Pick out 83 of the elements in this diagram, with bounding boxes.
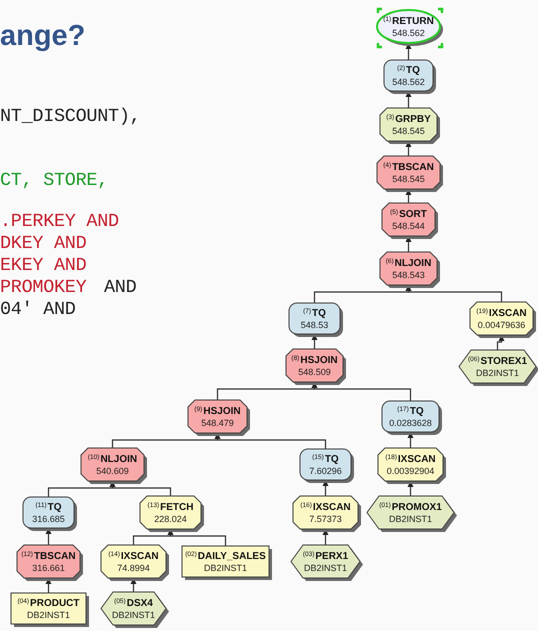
operator-label: $^{(01)}$PROMOX1: [379, 501, 442, 514]
operator-label: $^{(19)}$IXSCAN: [476, 307, 527, 320]
operator-octagon: [140, 496, 204, 532]
operator-octagon: [377, 156, 443, 192]
operator-label: $^{(17)}$TQ: [397, 405, 424, 418]
operator-rounded-box: [384, 60, 436, 94]
operator-label: $^{(02)}$DAILY_SALES: [185, 550, 266, 563]
sql-code-line: AND: [104, 277, 136, 299]
operator-label: $^{(6)}$NLJOIN: [386, 257, 432, 270]
cost-value: 548.543: [392, 270, 425, 281]
cost-value: 540.609: [96, 466, 129, 477]
cost-value: DB2INST1: [388, 514, 432, 525]
cost-value: 7.60296: [309, 466, 342, 477]
cost-value: 548.545: [392, 126, 425, 137]
operator-rounded-box: [300, 449, 354, 483]
slide-title: ange?: [0, 19, 86, 54]
operator-label: $^{(7)}$TQ: [303, 307, 326, 320]
sql-code-line: PROMOKEY: [0, 277, 86, 299]
cost-value: DB2INST1: [304, 563, 347, 574]
operator-octagon: [81, 448, 147, 484]
index-hexagon: [101, 592, 169, 628]
operator-label: $^{(06)}$STOREX1: [468, 355, 528, 368]
cost-value: 316.661: [32, 563, 65, 574]
operator-label: $^{(18)}$IXSCAN: [385, 453, 436, 466]
sql-code-line: NT_DISCOUNT),: [0, 106, 140, 128]
operator-label: $^{(16)}$IXSCAN: [300, 501, 351, 514]
cost-value: 0.00392904: [386, 466, 434, 477]
operator-octagon: [293, 496, 361, 532]
operator-label: $^{(12)}$TBSCAN: [21, 550, 76, 563]
operator-label: $^{(03)}$PERX1: [302, 550, 348, 563]
cost-value: 548.545: [392, 174, 425, 185]
cost-value: DB2INST1: [476, 368, 519, 379]
cost-value: DB2INST1: [112, 610, 155, 621]
operator-rounded-box: [382, 401, 442, 435]
cost-value: 548.562: [392, 28, 425, 39]
table-box: [11, 593, 89, 627]
index-hexagon: [291, 545, 363, 581]
cost-value: 548.53: [300, 320, 328, 331]
cost-value: 548.562: [392, 77, 425, 88]
cost-value: DB2INST1: [26, 610, 70, 621]
operator-octagon: [380, 108, 440, 144]
cost-value: 0.0283628: [389, 418, 432, 429]
cost-value: 74.8994: [117, 563, 150, 574]
index-hexagon: [367, 496, 457, 532]
operator-label: $^{(2)}$TQ: [397, 64, 420, 77]
cost-value: 0.00479636: [478, 320, 526, 331]
operator-label: $^{(9)}$HSJOIN: [194, 405, 241, 418]
cost-value: 548.479: [201, 418, 234, 429]
operator-label: $^{(10)}$NLJOIN: [88, 453, 138, 466]
operator-octagon: [382, 203, 438, 239]
sql-code-line: CT, STORE,: [0, 170, 108, 192]
index-hexagon: [459, 350, 538, 386]
table-box: [182, 546, 272, 580]
operator-octagon: [286, 349, 346, 385]
operator-rounded-box: [289, 303, 343, 337]
cost-value: 316.685: [32, 514, 65, 525]
operator-octagon: [17, 545, 83, 581]
sql-code-line: DKEY AND: [0, 233, 86, 255]
cost-value: DB2INST1: [204, 563, 247, 574]
sql-code-line: 04' AND: [0, 299, 76, 321]
operator-rounded-box: [23, 497, 77, 531]
sql-code-line: EKEY AND: [0, 255, 86, 277]
operator-octagon: [101, 545, 169, 581]
operator-label: $^{(1)}$RETURN: [383, 15, 434, 28]
cost-value: 548.509: [298, 367, 331, 378]
sql-code-line: .PERKEY AND: [0, 211, 119, 233]
operator-octagon: [470, 302, 536, 338]
operator-label: $^{(5)}$SORT: [390, 208, 427, 221]
cost-value: 7.57373: [309, 514, 342, 525]
operator-label: $^{(4)}$TBSCAN: [383, 161, 434, 174]
operator-label: $^{(8)}$HSJOIN: [291, 354, 338, 367]
operator-label: $^{(14)}$IXSCAN: [108, 550, 159, 563]
operator-octagon: [380, 252, 440, 288]
operator-octagon: [188, 400, 250, 436]
operator-label: $^{(3)}$GRPBY: [386, 113, 431, 126]
cost-value: 228.024: [154, 514, 187, 525]
operator-octagon: [378, 448, 446, 484]
operator-label: $^{(13)}$FETCH: [148, 501, 194, 514]
operator-label: $^{(05)}$DSX4: [114, 597, 153, 610]
operator-label: $^{(11)}$TQ: [36, 501, 62, 514]
operator-label: $^{(04)}$PRODUCT: [17, 597, 80, 610]
cost-value: 548.544: [392, 221, 425, 232]
operator-label: $^{(15)}$TQ: [312, 453, 339, 466]
